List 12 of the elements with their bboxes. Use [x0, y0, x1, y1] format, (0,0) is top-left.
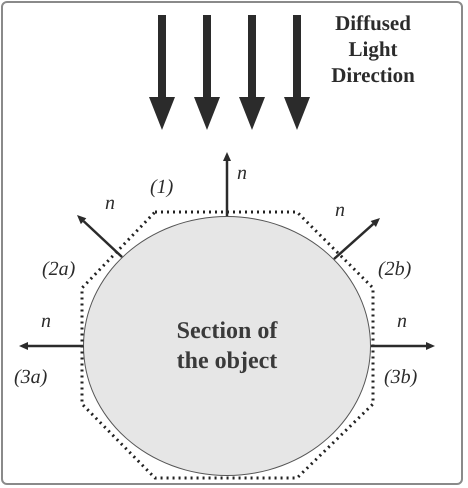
normal-vector-label: n: [237, 162, 248, 184]
region-label: (2a): [42, 257, 76, 282]
normal-vector-label: n: [41, 310, 52, 332]
region-label: (3b): [384, 365, 418, 390]
normal-vector-label: n: [335, 199, 346, 221]
light-direction-label: Diffused Light Direction: [330, 10, 416, 88]
region-label: (3a): [14, 365, 48, 390]
normal-vector-label: n: [397, 310, 408, 332]
region-label: (2b): [378, 257, 412, 282]
region-label: (1): [150, 175, 174, 200]
section-label: Section of the object: [176, 317, 279, 376]
normal-vector-label: n: [105, 192, 116, 214]
